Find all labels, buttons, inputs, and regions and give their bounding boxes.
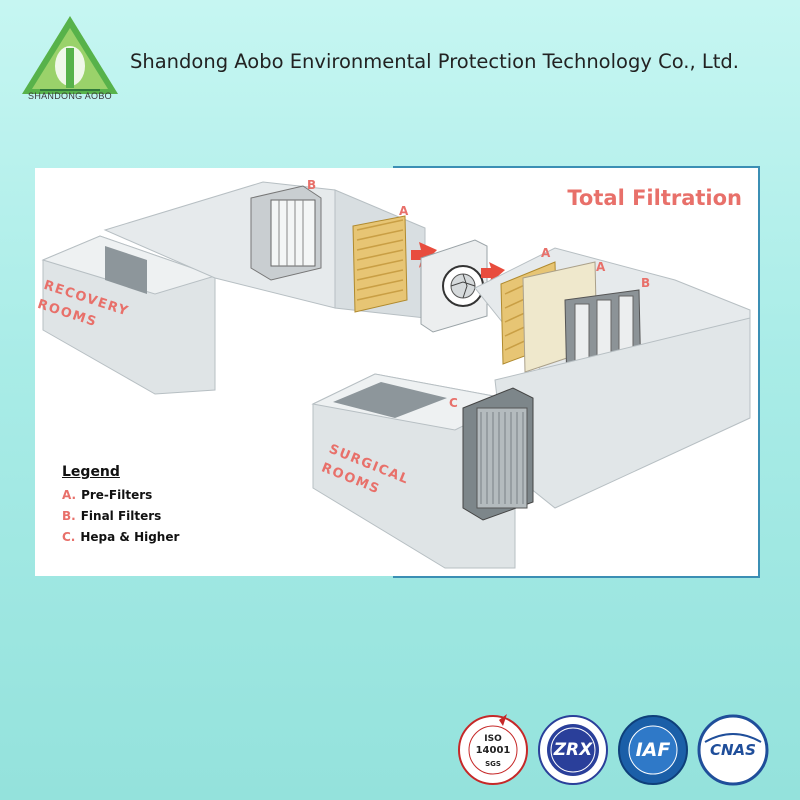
legend-label: Final Filters bbox=[80, 509, 162, 523]
iaf-seal-icon bbox=[618, 715, 688, 785]
final-filter-top bbox=[250, 185, 322, 281]
sgs-label: SGS bbox=[485, 760, 501, 768]
zrx-seal-icon bbox=[538, 715, 608, 785]
marker-b-right: B bbox=[641, 276, 651, 290]
iso-14001-badge: ISO 14001 SGS bbox=[455, 712, 531, 788]
iso-seal-icon bbox=[458, 714, 528, 785]
iaf-label: IAF bbox=[635, 739, 671, 761]
legend-label: Pre-Filters bbox=[81, 488, 153, 502]
zrx-badge: ZRX bbox=[535, 712, 611, 788]
airflow-arrow-1 bbox=[411, 242, 437, 268]
legend-key: A. bbox=[62, 488, 77, 502]
diagram-title: Total Filtration bbox=[567, 186, 742, 210]
legend: Legend A. Pre-Filters B. Final Filters C. H… bbox=[62, 464, 179, 551]
company-logo bbox=[22, 16, 118, 94]
marker-c: C bbox=[449, 396, 458, 410]
company-name: Shandong Aobo Environmental Protection T… bbox=[130, 50, 739, 73]
marker-a-top: A bbox=[399, 204, 409, 218]
iso-label: ISO bbox=[484, 734, 502, 744]
fan-unit bbox=[420, 239, 488, 333]
surgical-room-opening bbox=[333, 382, 447, 418]
legend-item-pre-filters: A. Pre-Filters bbox=[62, 488, 179, 502]
cnas-label: CNAS bbox=[710, 741, 756, 759]
marker-a-mid2: A bbox=[596, 260, 606, 274]
panel-accent-border bbox=[393, 166, 760, 578]
certification-badges: ISO 14001 SGS ZRX IAF CNAS bbox=[455, 712, 775, 788]
logo-text: SHANDONG AOBO bbox=[28, 91, 112, 101]
header: SHANDONG AOBO Shandong Aobo Environmenta… bbox=[0, 0, 800, 115]
marker-b-top: B bbox=[307, 178, 317, 192]
cnas-seal-icon bbox=[697, 714, 769, 786]
marker-a-mid1: A bbox=[541, 246, 551, 260]
legend-item-final-filters: B. Final Filters bbox=[62, 509, 179, 523]
recovery-room-opening bbox=[105, 246, 147, 294]
cnas-badge: CNAS bbox=[695, 712, 771, 788]
hepa-filter bbox=[462, 387, 534, 521]
pre-filter-top bbox=[352, 215, 408, 313]
legend-title: Legend bbox=[62, 464, 120, 480]
zrx-label: ZRX bbox=[553, 740, 593, 760]
airflow-arrow-2 bbox=[481, 262, 505, 284]
diagram-panel: Total Filtration Recovery Rooms Surgical… bbox=[35, 168, 758, 576]
legend-key: B. bbox=[62, 509, 76, 523]
legend-item-hepa: C. Hepa & Higher bbox=[62, 530, 179, 544]
legend-key: C. bbox=[62, 530, 76, 544]
iso-number: 14001 bbox=[475, 745, 511, 756]
ductwork-illustration bbox=[41, 181, 751, 569]
legend-label: Hepa & Higher bbox=[80, 530, 180, 544]
iaf-badge: IAF bbox=[615, 712, 691, 788]
